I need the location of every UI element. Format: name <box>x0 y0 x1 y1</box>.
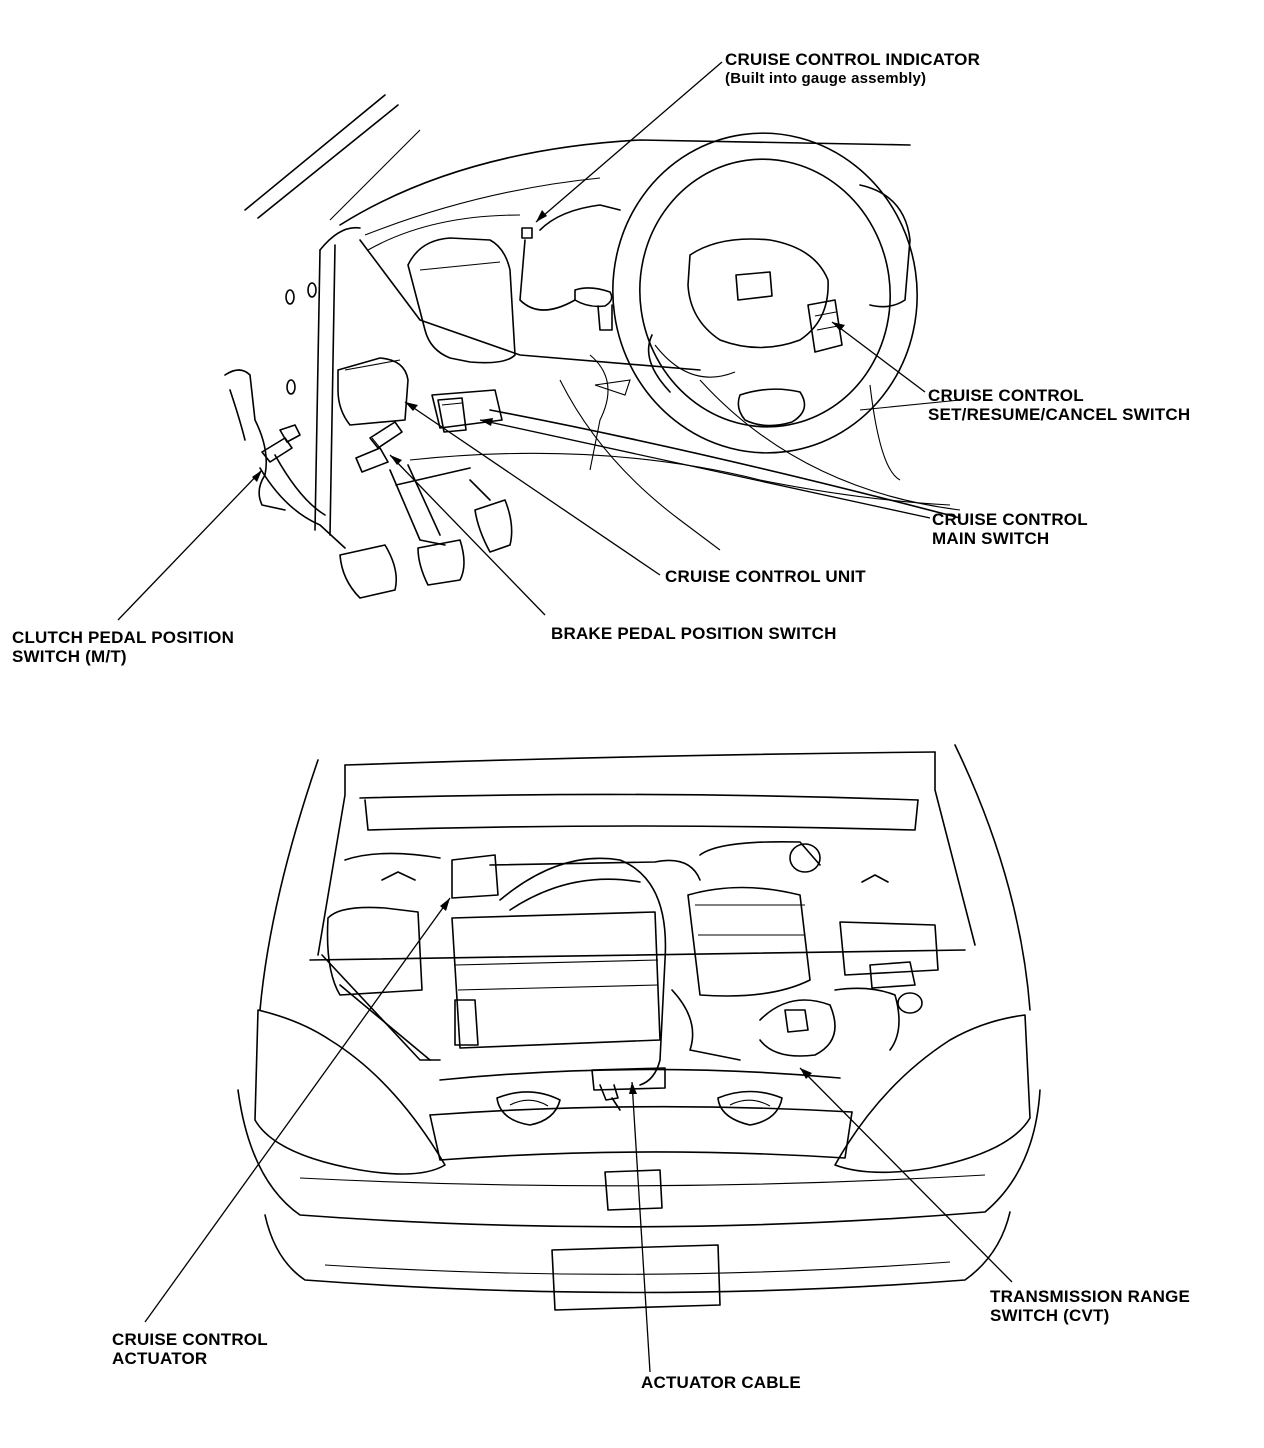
trans-range-line-1: TRANSMISSION RANGE <box>990 1287 1191 1306</box>
engine-bay-illustration <box>237 744 1041 1311</box>
label-actuator-cable: ACTUATOR CABLE <box>641 1373 801 1392</box>
actuator-cable-text: ACTUATOR CABLE <box>641 1373 801 1392</box>
main-switch-line-1: CRUISE CONTROL <box>932 510 1088 529</box>
label-cruise-control-indicator: CRUISE CONTROL INDICATOR (Built into gau… <box>725 50 980 88</box>
trans-range-line-2: SWITCH (CVT) <box>990 1306 1110 1325</box>
clutch-line-1: CLUTCH PEDAL POSITION <box>12 628 235 647</box>
label-brake-pedal-switch: BRAKE PEDAL POSITION SWITCH <box>551 624 837 643</box>
control-unit-text: CRUISE CONTROL UNIT <box>665 567 866 586</box>
dashboard-illustration <box>224 94 961 599</box>
main-switch-line-2: MAIN SWITCH <box>932 529 1050 548</box>
actuator-line-2: ACTUATOR <box>112 1349 208 1368</box>
top-leader-lines <box>117 61 931 621</box>
label-transmission-range-switch: TRANSMISSION RANGE SWITCH (CVT) <box>990 1287 1190 1325</box>
bottom-leader-lines <box>144 897 1013 1373</box>
indicator-title: CRUISE CONTROL INDICATOR <box>725 50 981 69</box>
label-cruise-control-unit: CRUISE CONTROL UNIT <box>665 567 866 586</box>
label-main-switch: CRUISE CONTROL MAIN SWITCH <box>932 510 1088 548</box>
label-clutch-pedal-switch: CLUTCH PEDAL POSITION SWITCH (M/T) <box>12 628 234 666</box>
label-set-resume-cancel-switch: CRUISE CONTROL SET/RESUME/CANCEL SWITCH <box>928 386 1190 424</box>
set-resume-line-2: SET/RESUME/CANCEL SWITCH <box>928 405 1191 424</box>
set-resume-line-1: CRUISE CONTROL <box>928 386 1084 405</box>
actuator-line-1: CRUISE CONTROL <box>112 1330 268 1349</box>
clutch-line-2: SWITCH (M/T) <box>12 647 127 666</box>
brake-text: BRAKE PEDAL POSITION SWITCH <box>551 624 837 643</box>
label-cruise-control-actuator: CRUISE CONTROL ACTUATOR <box>112 1330 268 1368</box>
indicator-note: (Built into gauge assembly) <box>725 70 927 87</box>
